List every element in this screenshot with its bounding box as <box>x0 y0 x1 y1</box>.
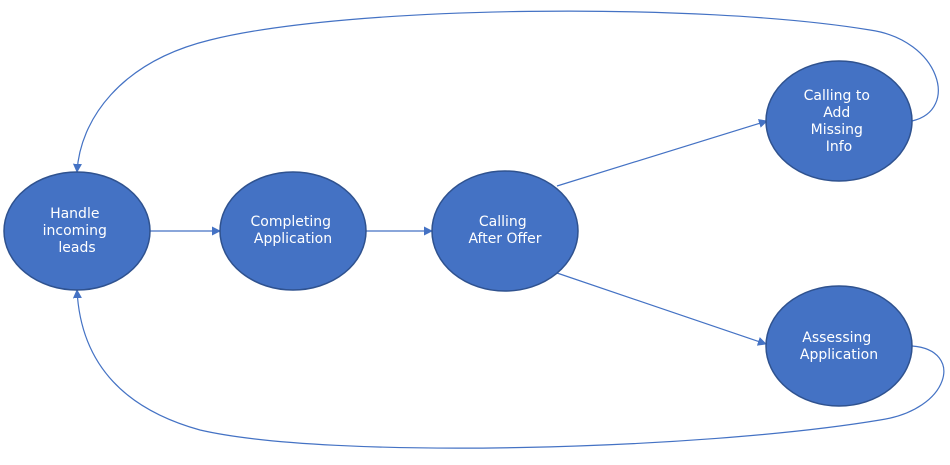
node-shape-assessing-application <box>765 285 913 407</box>
edges-layer <box>72 10 945 449</box>
node-shape-handle-leads <box>3 171 151 291</box>
node-label-completing-application: Completing Application <box>251 214 336 247</box>
node-handle-leads[interactable]: Handle incoming leads <box>3 171 151 291</box>
node-label-assessing-application: Assessing Application <box>800 330 878 363</box>
node-assessing-application[interactable]: Assessing Application <box>765 285 913 407</box>
node-shape-calling-missing-info <box>765 60 913 182</box>
node-calling-missing-info[interactable]: Calling to Add Missing Info <box>765 60 913 182</box>
nodes-layer: Handle incoming leads Completing Applica… <box>3 60 913 407</box>
node-calling-after-offer[interactable]: Calling After Offer <box>431 170 579 292</box>
edge-missing-info-loop-back <box>72 10 939 173</box>
node-shape-completing-application <box>219 171 367 291</box>
node-label-calling-missing-info: Calling to Add Missing Info <box>804 88 875 155</box>
node-label-calling-after-offer: Calling After Offer <box>468 214 541 247</box>
node-label-handle-leads: Handle incoming leads <box>43 206 112 256</box>
edge-calling-to-missing-info <box>556 119 768 187</box>
edge-calling-to-assessing <box>556 272 767 346</box>
node-shape-calling-after-offer <box>431 170 579 292</box>
node-completing-application[interactable]: Completing Application <box>219 171 367 291</box>
edge-assessing-loop-back <box>72 289 945 449</box>
